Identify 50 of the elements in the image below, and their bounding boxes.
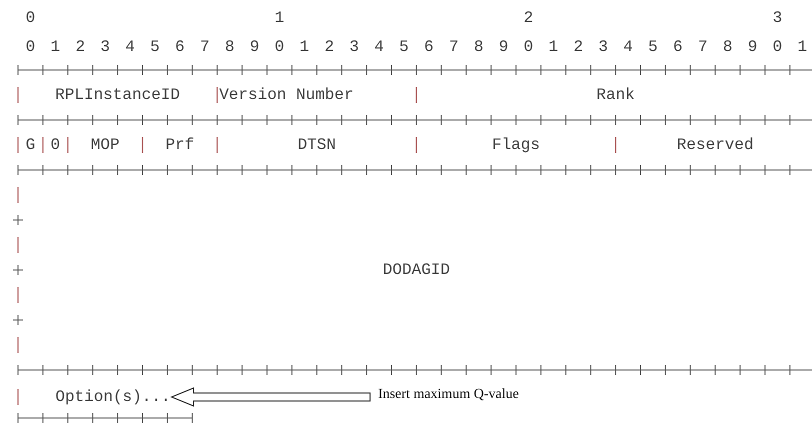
bit-number: 3: [349, 37, 359, 57]
field-label: G: [22, 135, 39, 155]
annotation-text: Insert maximum Q-value: [378, 385, 519, 405]
bit-number: 0: [772, 37, 782, 57]
bit-number: 2: [75, 37, 86, 57]
bit-number: 0: [274, 37, 284, 57]
field-label: 0: [46, 135, 64, 155]
bit-number: 4: [623, 37, 633, 57]
bit-number: 9: [498, 37, 508, 57]
bit-number: 0: [524, 37, 534, 57]
bit-number: 5: [399, 37, 409, 57]
bit-number: 9: [250, 37, 260, 57]
bit-number: 1: [300, 37, 310, 57]
bit-number: 1: [798, 37, 808, 57]
bit-number: 1: [274, 8, 284, 28]
bit-number: 0: [26, 37, 36, 57]
bit-number: 5: [648, 37, 658, 57]
bit-number: 3: [100, 37, 110, 57]
bit-number: 1: [548, 37, 558, 57]
field-label: RPLInstanceID: [22, 85, 214, 105]
bit-number: 3: [598, 37, 608, 57]
bit-number: 2: [524, 8, 534, 28]
field-label: DODAGID: [22, 260, 811, 280]
field-label: Prf: [146, 135, 214, 155]
bit-number: 3: [772, 8, 782, 28]
field-label: DTSN: [221, 135, 412, 155]
bit-number: 1: [50, 37, 60, 57]
bit-number: 7: [698, 37, 708, 57]
field-label: Version Number: [219, 85, 354, 105]
field-label: Reserved: [620, 135, 811, 155]
bit-number: 8: [474, 37, 484, 57]
bit-number: 6: [673, 37, 683, 57]
bit-number: 4: [374, 37, 384, 57]
bit-number: 8: [224, 37, 234, 57]
bit-number: 6: [175, 37, 185, 57]
bit-number: 2: [573, 37, 584, 57]
field-label: MOP: [72, 135, 138, 155]
bit-number: 9: [748, 37, 758, 57]
bit-number: 7: [200, 37, 210, 57]
bit-number: 0: [26, 8, 36, 28]
bit-number: 6: [424, 37, 434, 57]
bit-number: 4: [125, 37, 135, 57]
field-label: Option(s)...: [55, 387, 171, 407]
bit-number: 8: [722, 37, 732, 57]
field-label: Flags: [420, 135, 612, 155]
bit-number: 5: [150, 37, 160, 57]
block-arrow: [170, 387, 371, 407]
field-label: Rank: [420, 85, 811, 105]
bit-number: 2: [324, 37, 334, 57]
bit-number: 7: [448, 37, 459, 57]
